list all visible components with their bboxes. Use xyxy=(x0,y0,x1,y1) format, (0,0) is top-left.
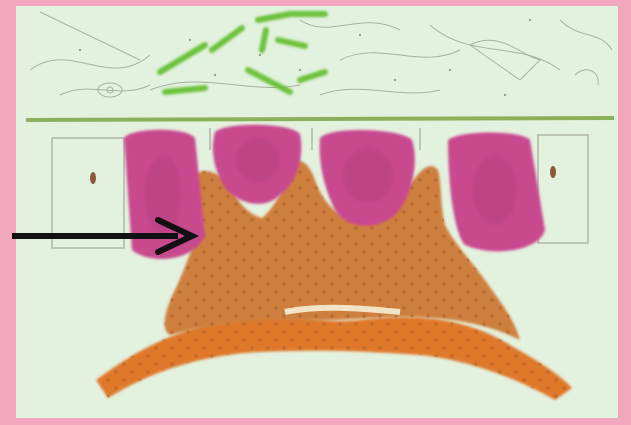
ground-line xyxy=(26,118,614,120)
